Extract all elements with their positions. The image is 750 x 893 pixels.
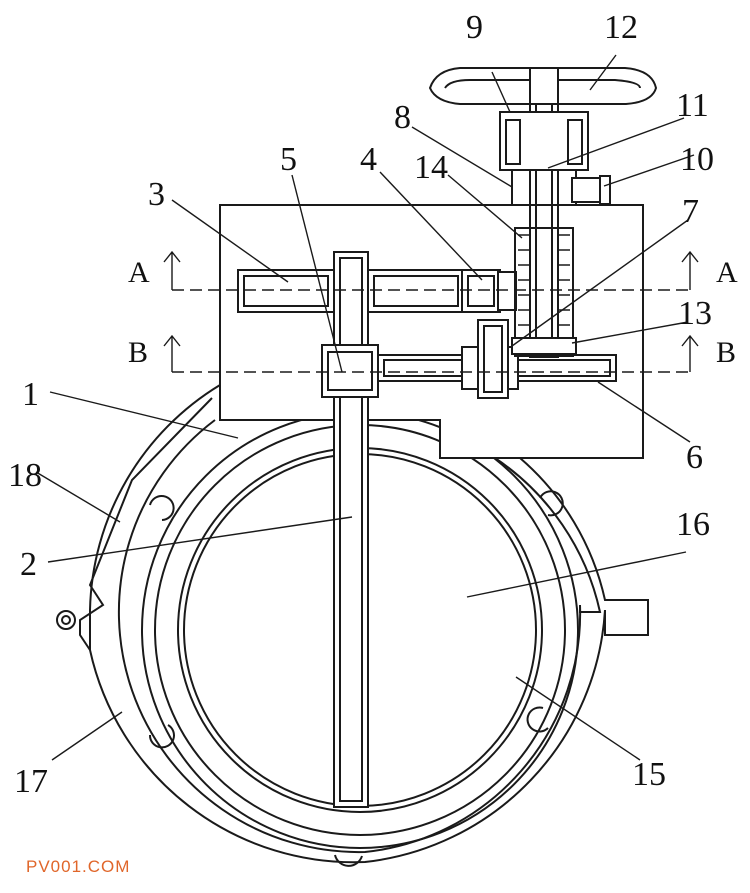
section-a-left: A: [128, 256, 150, 289]
section-markers: A A B B: [128, 256, 738, 369]
label-3: 3: [148, 176, 165, 213]
label-8: 8: [394, 99, 411, 136]
stem-bracket: [499, 111, 611, 206]
part-labels: 1 2 3 4 5 6 7 8 9 10 11 12 13 14 15 16 1…: [8, 9, 714, 800]
label-6: 6: [686, 439, 703, 476]
label-4: 4: [360, 141, 377, 178]
section-lines: [163, 250, 699, 373]
label-11: 11: [676, 87, 709, 124]
label-10: 10: [680, 141, 714, 178]
label-12: 12: [604, 9, 638, 46]
label-16: 16: [676, 506, 710, 543]
section-b-right: B: [716, 336, 736, 369]
label-5: 5: [280, 141, 297, 178]
flange-body: [56, 384, 649, 867]
label-13: 13: [678, 295, 712, 332]
label-7: 7: [682, 193, 699, 230]
gate-plate: [333, 251, 369, 808]
section-a-right: A: [716, 256, 738, 289]
label-1: 1: [22, 376, 39, 413]
leader-lines: [35, 54, 695, 761]
label-15: 15: [632, 756, 666, 793]
housing-block: [219, 204, 644, 459]
upper-shaft: [237, 269, 517, 313]
lower-shaft: [321, 319, 617, 399]
label-14: 14: [414, 149, 448, 186]
section-b-left: B: [128, 336, 148, 369]
watermark: PV001.COM: [26, 857, 130, 876]
label-17: 17: [14, 763, 48, 800]
label-9: 9: [466, 9, 483, 46]
label-18: 18: [8, 457, 42, 494]
label-2: 2: [20, 546, 37, 583]
